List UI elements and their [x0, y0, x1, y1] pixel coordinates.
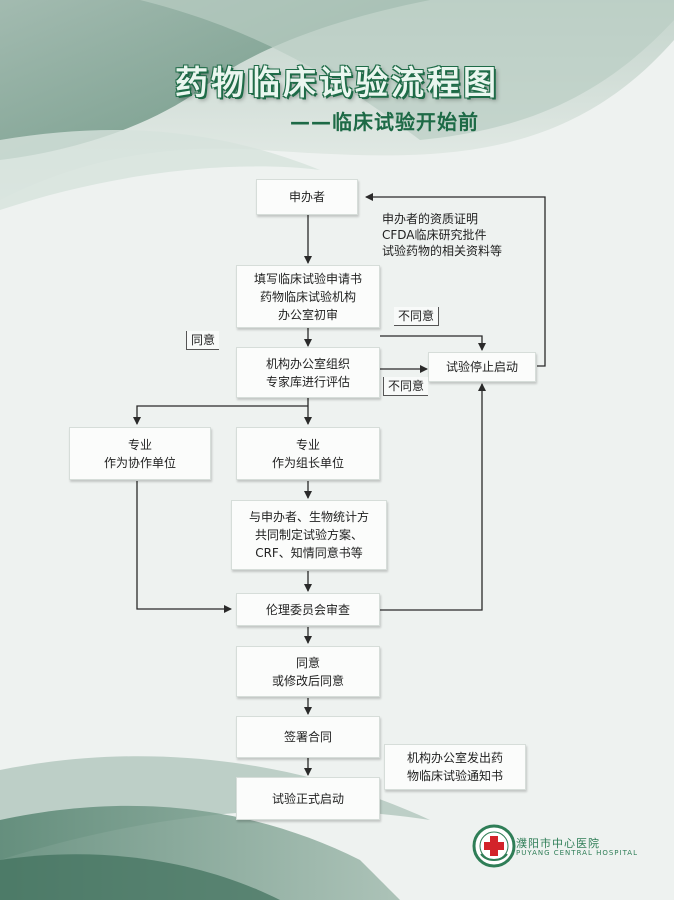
coop-unit-box: 专业 作为协作单位 [69, 427, 211, 480]
sponsor-docs-line-2: CFDA临床研究批件 [382, 228, 487, 242]
disagree-label-2: 不同意 [383, 377, 429, 396]
sponsor-label: 申办者 [288, 190, 325, 204]
review-box: 机构办公室组织 专家库进行评估 [236, 347, 380, 398]
coop-line-1: 专业 [127, 437, 152, 452]
ethics-label: 伦理委员会审查 [265, 602, 350, 617]
sponsor-box: 申办者 [256, 179, 358, 215]
apply-line-2: 药物临床试验机构 [259, 289, 356, 304]
arrow-review-to-coop [133, 405, 308, 425]
contract-box: 签署合同 [236, 716, 380, 758]
agree-label: 同意 [186, 331, 220, 350]
arrow-coop-to-ethics [136, 481, 232, 613]
lead-unit-box: 专业 作为组长单位 [236, 427, 380, 480]
office-notice-box: 机构办公室发出药 物临床试验通知书 [384, 744, 526, 790]
lead-line-2: 作为组长单位 [271, 455, 344, 470]
ethics-box: 伦理委员会审查 [236, 593, 380, 626]
disagree-label-1: 不同意 [394, 307, 440, 326]
sponsor-docs-note: 申办者的资质证明 CFDA临床研究批件 试验药物的相关资料等 [382, 211, 502, 259]
page-subtitle: ——临床试验开始前 [290, 110, 479, 134]
approve-line-2: 或修改后同意 [271, 673, 344, 688]
start-box: 试验正式启动 [236, 777, 380, 820]
start-label: 试验正式启动 [271, 791, 344, 806]
hospital-name: 濮阳市中心医院 [516, 837, 600, 850]
plan-line-2: 共同制定试验方案、 [254, 528, 363, 542]
arrow-ethics-disagree-to-stop [380, 383, 486, 611]
stop-box: 试验停止启动 [428, 352, 536, 382]
lead-line-1: 专业 [295, 437, 320, 452]
contract-label: 签署合同 [283, 730, 332, 744]
office-notice-line-1: 机构办公室发出药 [406, 751, 503, 765]
plan-box: 与申办者、生物统计方 共同制定试验方案、 CRF、知情同意书等 [231, 500, 387, 570]
page-title: 药物临床试验流程图 [175, 63, 499, 102]
review-line-1: 机构办公室组织 [265, 356, 350, 371]
approve-box: 同意 或修改后同意 [236, 646, 380, 697]
office-notice-line-2: 物临床试验通知书 [406, 769, 503, 783]
arrow-stop-to-sponsor [365, 193, 546, 367]
apply-line-3: 办公室初审 [277, 307, 338, 322]
sponsor-docs-line-3: 试验药物的相关资料等 [382, 244, 503, 258]
plan-line-3: CRF、知情同意书等 [255, 546, 363, 560]
stop-label: 试验停止启动 [445, 360, 518, 374]
apply-line-1: 填写临床试验申请书 [253, 271, 362, 286]
hospital-logo-icon [472, 824, 516, 868]
approve-line-1: 同意 [295, 655, 320, 670]
sponsor-docs-line-1: 申办者的资质证明 [382, 212, 479, 226]
review-line-2: 专家库进行评估 [265, 374, 350, 389]
hospital-name-en: PUYANG CENTRAL HOSPITAL [516, 849, 638, 857]
apply-box: 填写临床试验申请书 药物临床试验机构 办公室初审 [236, 265, 380, 328]
coop-line-2: 作为协作单位 [103, 455, 176, 470]
plan-line-1: 与申办者、生物统计方 [248, 510, 369, 524]
arrow-apply-disagree-to-stop [380, 335, 486, 351]
